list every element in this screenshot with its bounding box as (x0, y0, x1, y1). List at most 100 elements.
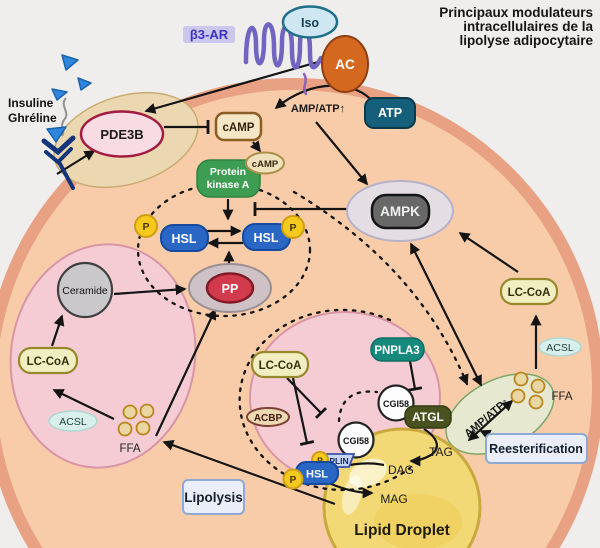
arrow-ampk-reesterification (410, 242, 482, 387)
arrow-lccoa-to-ceramide (50, 314, 65, 347)
atgl-label: ATGL (412, 410, 444, 424)
ligand-triangle-icon (46, 126, 67, 143)
cgi58-node-upper (377, 384, 415, 422)
cgi58-node-lower (337, 421, 375, 459)
camp-small-label: cAMP (252, 159, 279, 170)
acsl-label: ACSL (546, 342, 574, 354)
b3ar-label: β3-AR (190, 27, 229, 42)
atp-label: ATP (378, 106, 402, 120)
lc-coa-label: LC-CoA (508, 287, 551, 299)
ffa-label-left: FFA (119, 443, 140, 455)
hsl-label: HSL (254, 231, 279, 245)
phosphate-label: P (317, 456, 323, 466)
camp-label: cAMP (223, 122, 255, 134)
pp-label: PP (222, 282, 239, 296)
acsl-node-left (48, 410, 98, 432)
lc-coa-label: LC-CoA (27, 356, 70, 368)
iso-ligand (281, 5, 339, 39)
reesterification-label: Reesterification (489, 442, 583, 456)
arrow-atgl-tag-dag (409, 428, 438, 467)
pde3b-label: PDE3B (100, 127, 143, 142)
ligand-triangle-icon (61, 54, 79, 71)
lipid-droplet (322, 427, 482, 548)
reesterification-box (485, 433, 588, 464)
pde3b-node (79, 110, 165, 158)
pka-label-line2: kinase A (207, 179, 250, 191)
insuline-label: Insuline (8, 96, 54, 110)
pnpla3-node (370, 337, 425, 362)
ligand-triangle-icon (51, 88, 68, 101)
arrow-ceramide-to-pp (113, 284, 187, 296)
protein-kinase-a-node (196, 159, 261, 198)
lipid-droplet-label: Lipid Droplet (354, 522, 450, 539)
lc-coa-node-left (17, 346, 79, 375)
lipid-droplet-body (322, 427, 482, 548)
iso-label: Iso (301, 16, 319, 30)
pnpla3-label: PNPLA3 (374, 345, 419, 357)
hsl-label: HSL (306, 469, 328, 481)
atgl-node (404, 405, 452, 429)
phosphate-badge (282, 468, 304, 490)
arrow-lipolysis-to-ffa (162, 440, 336, 506)
dashed-arrow-to-reesterification (292, 190, 469, 386)
acbp-label: ACBP (254, 413, 283, 424)
tag-label: TAG (429, 445, 453, 459)
title-line-2: intracellulaires de la (463, 19, 593, 34)
ampk-label: AMPK (380, 204, 420, 219)
arrow-ffa-to-pp (155, 308, 217, 437)
amp-atp-ratio-label-top: AMP/ATP↑ (291, 103, 345, 115)
ffa-label-right: FFA (551, 391, 572, 403)
pka-label-line1: Protein (210, 166, 246, 178)
acsl-label: ACSL (59, 416, 87, 428)
lipolysis-label: Lipolysis (184, 490, 243, 505)
camp-small-node (245, 151, 285, 175)
lc-coa-node-right (499, 277, 559, 306)
arrow-tag-reesterification (467, 399, 514, 442)
b3ar-label-bg (183, 26, 235, 43)
ceramide-node (56, 261, 114, 319)
ampk-node (370, 193, 431, 230)
protein-phosphatase-node (205, 272, 255, 304)
title-line-3: lipolyse adipocytaire (459, 33, 593, 48)
ceramide-label: Ceramide (62, 285, 108, 297)
ffa-molecules-right (510, 371, 546, 410)
insulin-receptor-icon (41, 135, 76, 156)
phosphate-label: P (142, 221, 149, 233)
acsl-node-right (538, 337, 582, 357)
plin-label: PLIN (329, 456, 348, 466)
lipolysis-box (182, 479, 245, 515)
hsl-label: HSL (172, 232, 197, 246)
insulin-ghrelin-ligands (41, 54, 92, 190)
ac-label: AC (335, 57, 355, 72)
insulin-receptor-stem (57, 160, 75, 190)
arrow-camp-to-pka (249, 140, 262, 153)
inhibit-lccoa-hsl (291, 377, 315, 446)
cgi58-label: CGI58 (343, 436, 369, 446)
phosphate-label: P (289, 222, 296, 234)
droplet-shade (374, 494, 462, 548)
arrow-lccoa-to-ampk (458, 232, 519, 273)
dag-label: DAG (388, 463, 414, 477)
cgi58-label: CGI58 (383, 399, 409, 409)
dashed-cgi58-translocation (337, 390, 379, 423)
ligand-triangle-icon (77, 77, 92, 91)
phosphate-badge (281, 215, 305, 239)
mag-label: MAG (380, 492, 407, 506)
arrow-hsl-to-mag (328, 481, 374, 499)
ghreline-label: Ghréline (8, 111, 57, 125)
hsl-inactive-node (160, 224, 209, 252)
phosphate-label: P (290, 475, 297, 486)
title-line-1: Principaux modulateurs (439, 5, 593, 20)
lc-coa-node-center (250, 350, 310, 379)
acbp-node (246, 407, 290, 427)
atp-node (364, 97, 416, 129)
adenylyl-cyclase-node (321, 35, 369, 93)
lc-coa-label: LC-CoA (259, 360, 302, 372)
arrow-ampatp-to-ampk (315, 121, 369, 186)
inhibit-lccoa-cgi58 (286, 377, 327, 419)
arrow-ffa-to-lccoa-left (52, 389, 115, 420)
phosphate-badge (134, 214, 158, 238)
camp-node (214, 111, 263, 142)
